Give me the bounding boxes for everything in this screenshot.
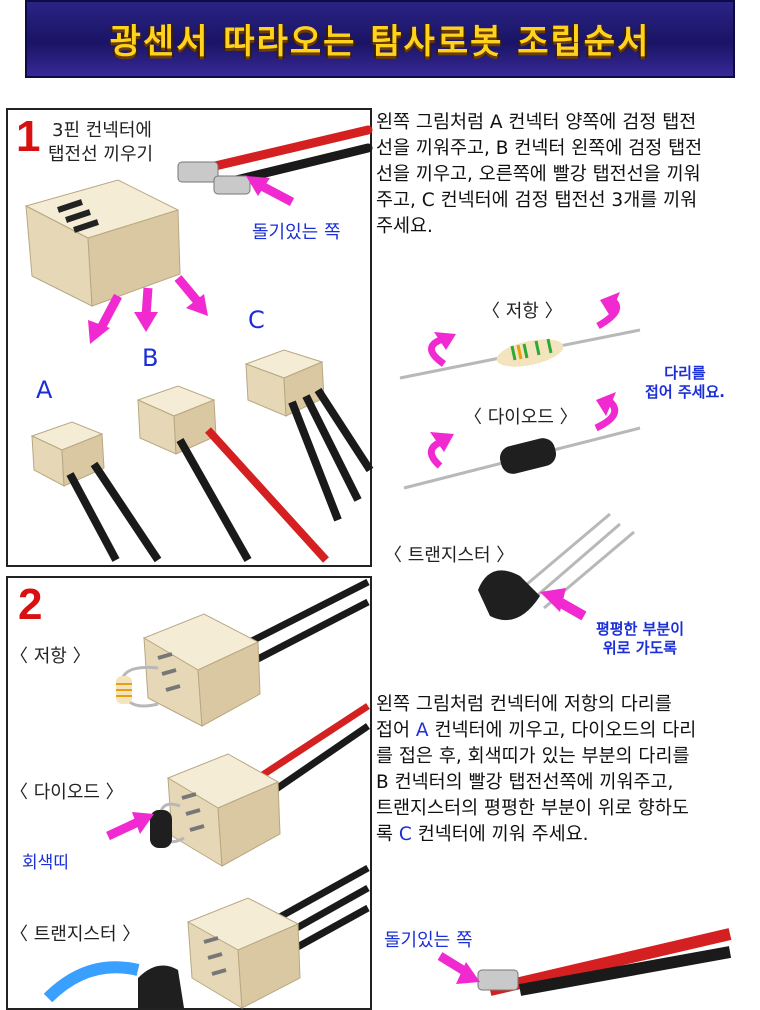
step2-instruction-line: 를 접은 후, 회색띠가 있는 부분의 다리를 — [376, 746, 690, 767]
flat-note-line: 위로 가도록 — [602, 639, 678, 657]
gray-band-label: 회색띠 — [22, 853, 69, 873]
step1-label-b: B — [142, 344, 159, 372]
diode-icon — [403, 426, 641, 490]
tab-terminal-icon — [213, 175, 251, 195]
highlight-c: C — [398, 824, 412, 845]
resistor-label: 〈 저항 〉 — [482, 301, 563, 322]
step1-instruction-line: 선을 끼워주고, B 컨넥터 왼쪽에 검정 탭전 — [376, 138, 703, 159]
flat-note: 평평한 부분이 위로 가도록 — [580, 620, 700, 658]
text-span: 록 — [376, 824, 399, 845]
step2-instruction-line: 트랜지스터의 평평한 부분이 위로 향하도 — [376, 798, 689, 819]
text-span: 컨넥터에 끼우고, 다이오드의 다리 — [428, 720, 697, 741]
step1-number: 1 — [16, 112, 41, 161]
tab-terminal-icon — [477, 969, 519, 991]
step1-instruction-line: 주세요. — [376, 216, 433, 237]
diode-icon — [150, 802, 185, 848]
step1-instruction-line: 선을 끼우고, 오른쪽에 빨강 탭전선을 끼워 — [376, 164, 701, 185]
text-span: 접어 — [376, 720, 416, 741]
step2-diode-label: 〈 다이오드 〉 — [10, 782, 124, 803]
text-span: 컨넥터에 끼워 주세요. — [411, 824, 589, 845]
connector-b-icon — [166, 703, 370, 867]
step1-instruction-line: 왼쪽 그림처럼 A 컨넥터 양쪽에 검정 탭전 — [376, 112, 697, 133]
step2-panel: 2 〈 저항 〉 〈 다이오드 〉 〈 트랜지스터 〉 회색띠 A B C — [6, 576, 372, 1010]
step2-transistor-label: 〈 트랜지스터 〉 — [10, 924, 141, 945]
step1-bump-label: 돌기있는 쪽 — [252, 222, 341, 243]
step1-label-c: C — [248, 306, 265, 334]
connector-c-icon — [244, 349, 374, 522]
resistor-icon — [116, 665, 159, 708]
page-title: 광센서 따라오는 탐사로봇 조립순서 — [109, 22, 651, 62]
flat-note-line: 평평한 부분이 — [595, 620, 685, 638]
title-banner: 광센서 따라오는 탐사로봇 조립순서 — [25, 0, 735, 78]
step2-instruction-line: 왼쪽 그림처럼 컨넥터에 저항의 다리를 — [376, 694, 672, 715]
step2-instruction-line: 접어 A 컨넥터에 끼우고, 다이오드의 다리 — [376, 718, 696, 744]
step1-instruction-line: 주고, C 컨넥터에 검정 탭전선 3개를 끼워 — [376, 190, 698, 211]
connector-c-icon — [186, 864, 370, 1009]
step2-instruction-line: B 컨넥터의 빨강 탭전선쪽에 끼워주고, — [376, 772, 674, 793]
highlight-a: A — [415, 720, 429, 741]
step2-instruction-line: 록 C 컨넥터에 끼워 주세요. — [376, 822, 696, 848]
step1-caption-line1: 3핀 컨넥터에 — [52, 120, 152, 141]
transistor-label: 〈 트랜지스터 〉 — [384, 545, 515, 566]
connector-a-icon — [30, 421, 162, 563]
step2-bump-label: 돌기있는 쪽 — [384, 930, 473, 951]
resistor-icon — [399, 328, 641, 380]
bend-note-line: 다리를 — [664, 364, 706, 382]
diode-label: 〈 다이오드 〉 — [464, 407, 578, 428]
step1-label-a: A — [36, 376, 53, 404]
tab-terminal-icon — [177, 161, 219, 183]
step1-panel: 1 3핀 컨넥터에 탭전선 끼우기 돌기있는 쪽 A B C — [6, 108, 374, 567]
connector-a-icon — [142, 578, 370, 727]
step2-number: 2 — [18, 580, 43, 629]
bend-note: 다리를 접어 주세요. — [640, 364, 730, 402]
step2-illustration — [43, 578, 370, 1009]
step2-instruction: 왼쪽 그림처럼 컨넥터에 저항의 다리를 접어 A 컨넥터에 끼우고, 다이오드… — [376, 692, 696, 848]
step1-instruction: 왼쪽 그림처럼 A 컨넥터 양쪽에 검정 탭전 선을 끼워주고, B 컨넥터 왼… — [376, 110, 702, 240]
step1-caption-line2: 탭전선 끼우기 — [48, 144, 154, 165]
step1-illustration — [24, 125, 374, 563]
step2-resistor-label: 〈 저항 〉 — [10, 646, 91, 667]
transistor-icon — [478, 512, 635, 621]
connector-b-icon — [136, 385, 329, 563]
bend-note-line: 접어 주세요. — [645, 383, 725, 401]
